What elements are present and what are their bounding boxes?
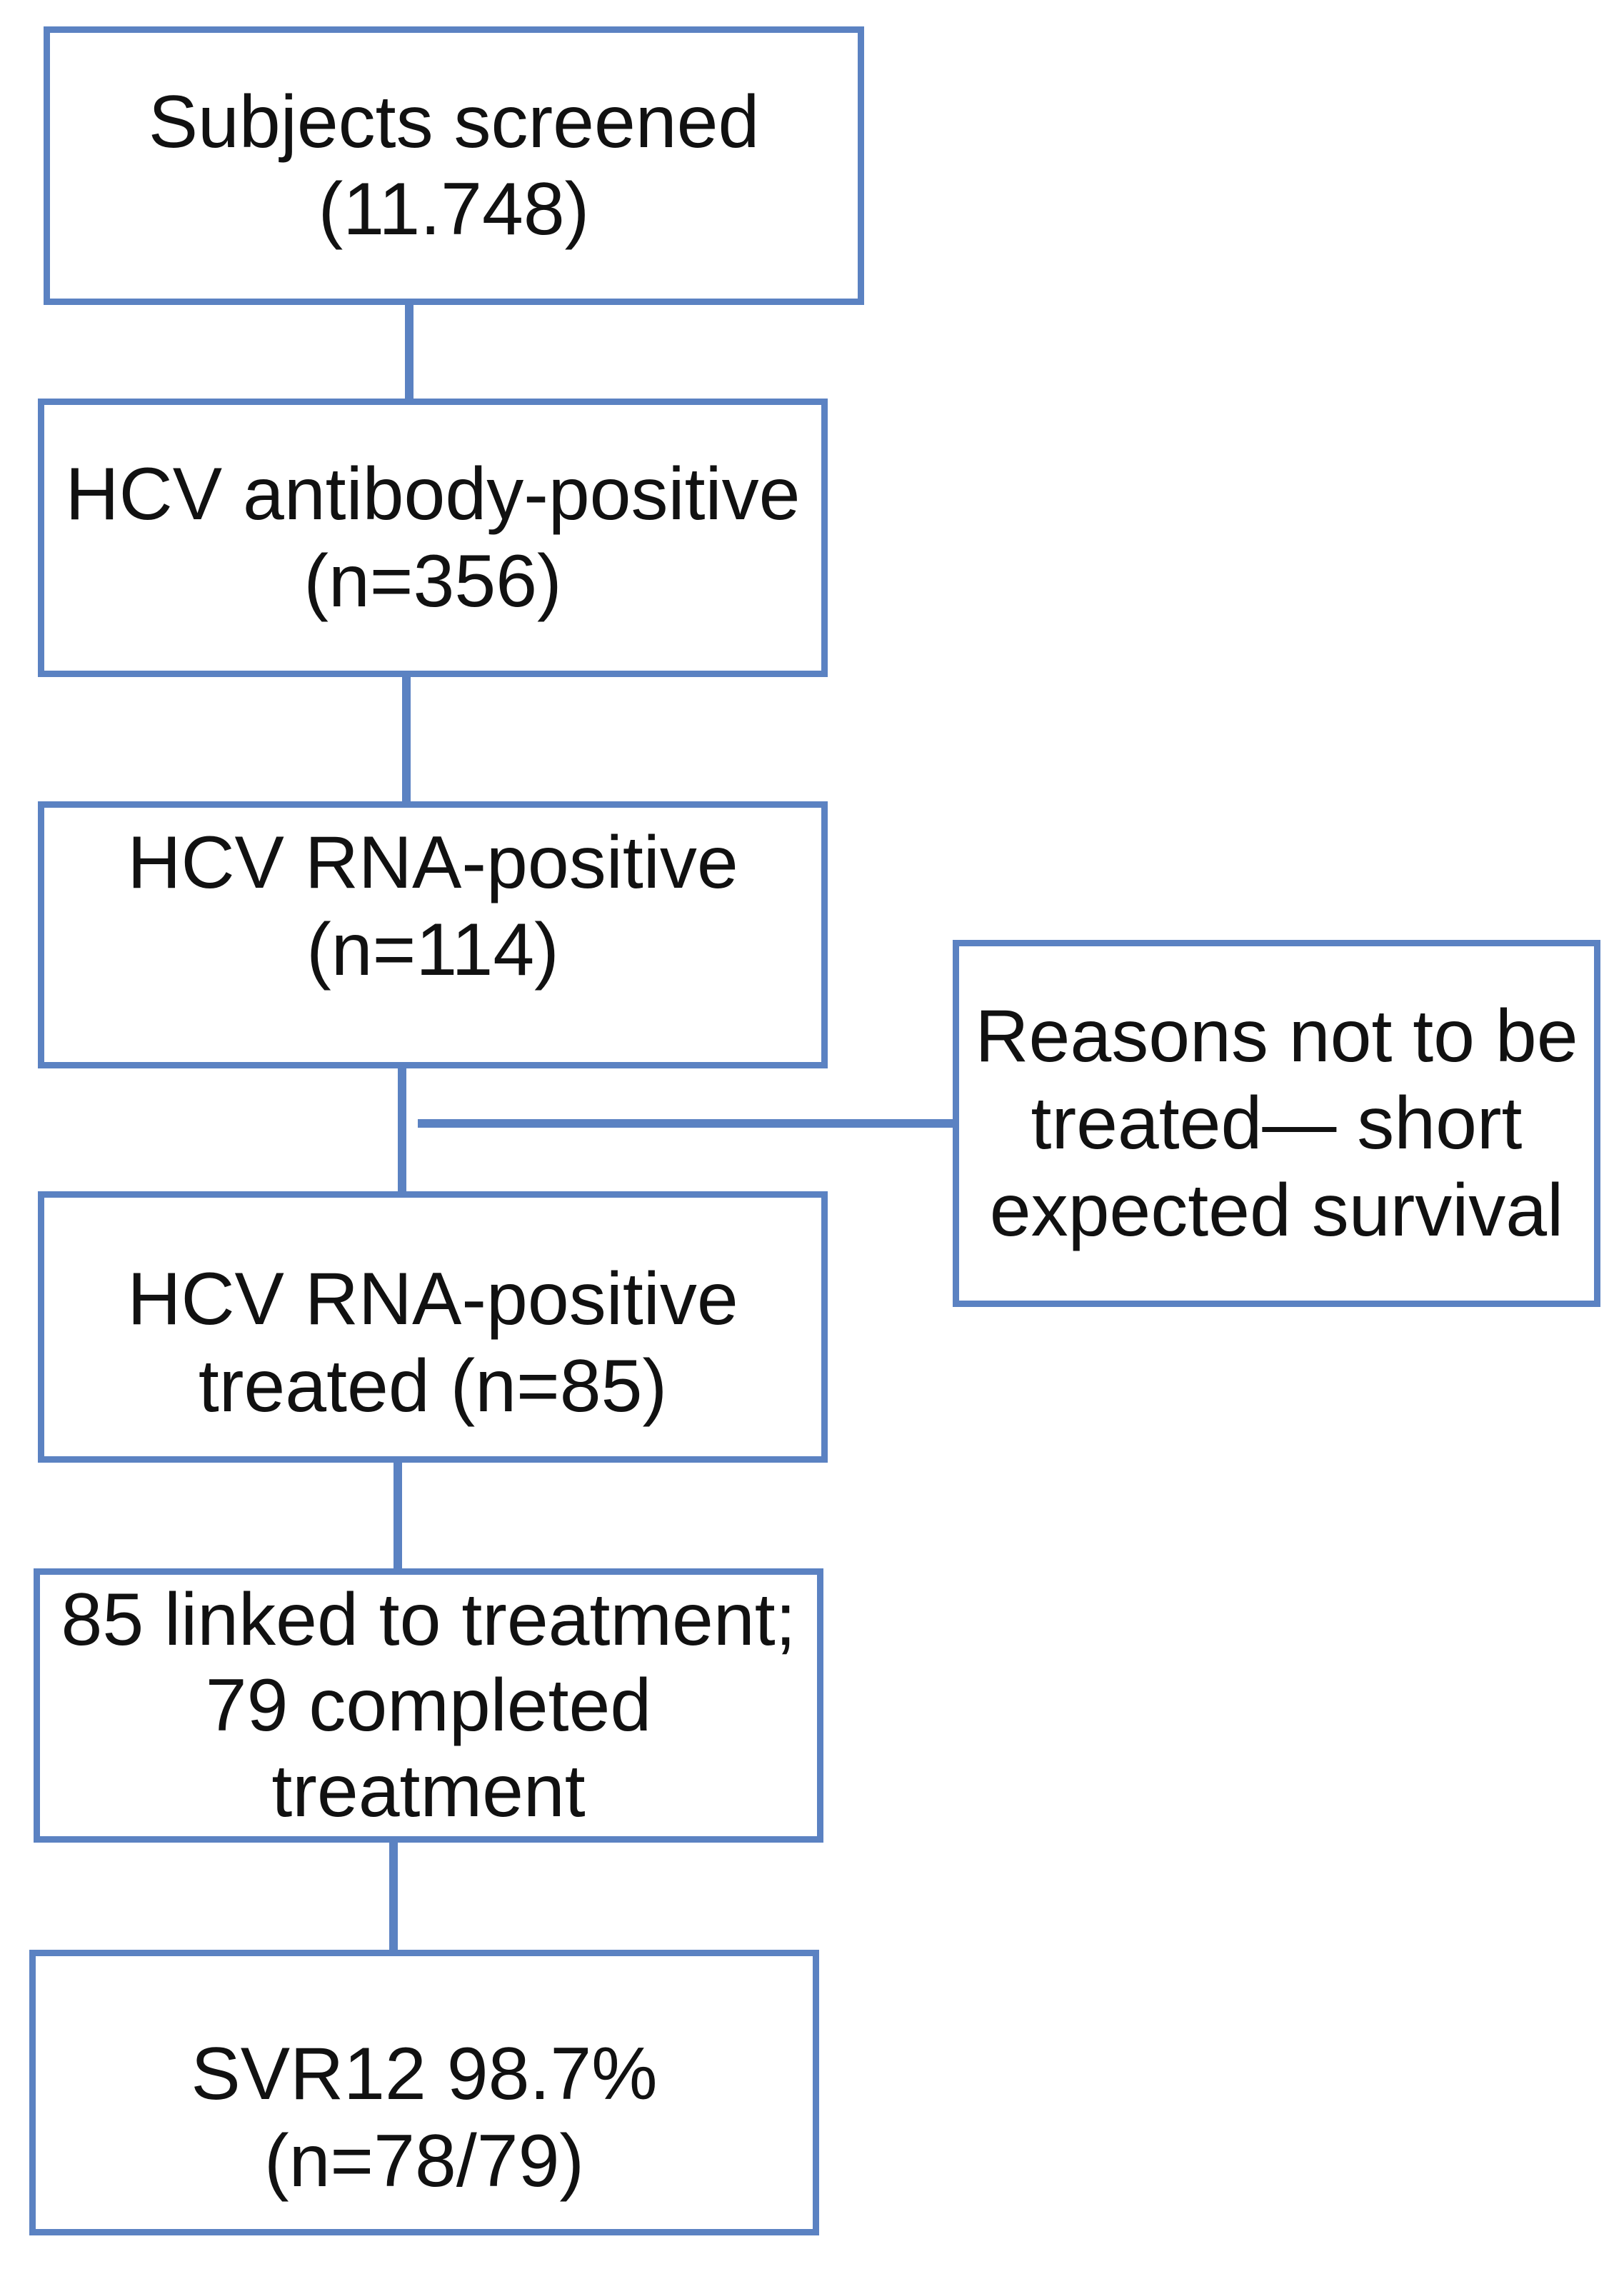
hcv-rna-positive-box: HCV RNA-positive (n=114) xyxy=(38,801,828,1068)
box-count: (n=114) xyxy=(306,908,559,991)
connector-screened-antibody xyxy=(405,299,413,399)
box-count: (11.748) xyxy=(318,168,590,251)
svr12-result-box: SVR12 98.7% (n=78/79) xyxy=(29,1950,819,2235)
box-text-line: treatment xyxy=(271,1750,586,1833)
reasons-not-treated-box: Reasons not to be treated— short expecte… xyxy=(953,940,1600,1307)
box-text-line: 79 completed xyxy=(205,1664,652,1747)
connector-rna-treated xyxy=(398,1066,406,1191)
connector-to-reasons xyxy=(418,1119,957,1128)
box-label: HCV RNA-positive xyxy=(127,1258,738,1341)
box-text-line: expected survival xyxy=(989,1169,1564,1252)
box-count: (n=356) xyxy=(304,540,562,623)
box-count: (n=78/79) xyxy=(264,2120,585,2203)
box-text-line: 85 linked to treatment; xyxy=(61,1578,796,1661)
connector-antibody-rna xyxy=(402,674,411,801)
linked-to-treatment-box: 85 linked to treatment; 79 completed tre… xyxy=(34,1568,823,1843)
box-count: treated (n=85) xyxy=(198,1345,668,1428)
hcv-rna-positive-treated-box: HCV RNA-positive treated (n=85) xyxy=(38,1191,828,1463)
box-label: HCV antibody-positive xyxy=(65,453,801,536)
connector-linked-svr xyxy=(389,1835,398,1950)
hcv-antibody-positive-box: HCV antibody-positive (n=356) xyxy=(38,399,828,677)
box-label: Subjects screened xyxy=(148,81,760,164)
subjects-screened-box: Subjects screened (11.748) xyxy=(44,26,864,305)
box-text-line: treated— short xyxy=(1031,1082,1523,1165)
box-text-line: Reasons not to be xyxy=(975,995,1578,1078)
box-label: SVR12 98.7% xyxy=(191,2033,658,2115)
box-label: HCV RNA-positive xyxy=(127,821,738,904)
connector-treated-linked xyxy=(394,1457,402,1568)
